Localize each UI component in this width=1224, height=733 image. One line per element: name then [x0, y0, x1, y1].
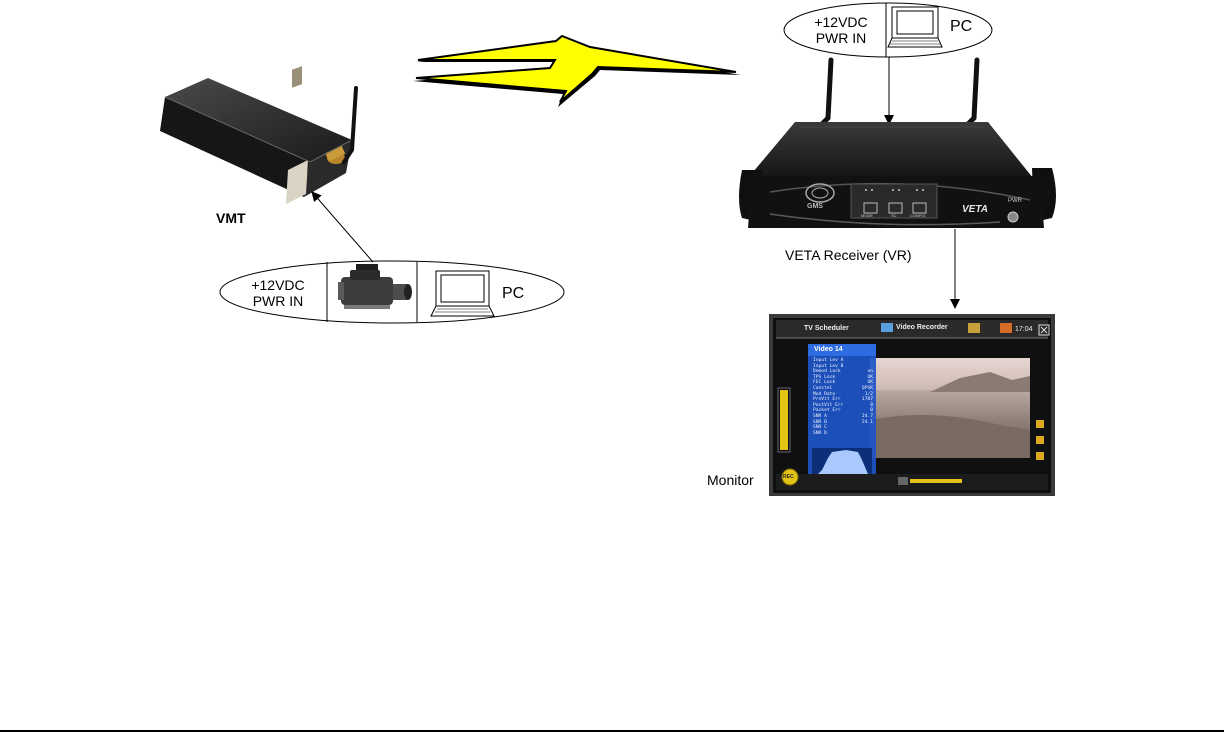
monitor-status-row: Input Lev B	[813, 364, 873, 370]
monitor-status-value: OK	[867, 374, 873, 380]
vr-button-label-mode: MODE	[861, 213, 873, 218]
vr-button-label-config: CONFIG	[910, 213, 926, 218]
vmt-label: VMT	[216, 210, 246, 226]
monitor-status-value: 24.1	[861, 419, 873, 425]
monitor-status-value: 1707	[861, 397, 873, 403]
monitor-status-name: Demod Lock	[813, 369, 841, 375]
monitor-status-value: 24.7	[861, 413, 873, 419]
monitor-panel-title: Video 14	[814, 346, 843, 353]
monitor-status-name: Packet Err	[813, 408, 841, 414]
monitor-status-value: QPSK	[861, 385, 873, 391]
monitor-status-row: SNR C	[813, 425, 873, 431]
vr-power-switch-label: PWR	[1008, 198, 1022, 204]
monitor-status-name: Input Lev A	[813, 358, 844, 363]
vr-button-label-sc: SC	[891, 213, 897, 218]
monitor-status-row: FEC Lock OK	[813, 380, 873, 386]
monitor-status-name: PreVit Err	[813, 397, 841, 403]
veta-receiver-label: VETA Receiver (VR)	[785, 247, 912, 263]
footer-rule	[0, 730, 1224, 732]
monitor-status-row: PreVit Err 1707	[813, 397, 873, 403]
monitor-status-row: Demod Lock on	[813, 369, 873, 375]
vr-antenna-left-icon	[815, 57, 834, 131]
monitor-status-row: PostVit Err 0	[813, 403, 873, 409]
monitor-status-value: 0	[870, 408, 873, 414]
monitor-rec-button: REC	[783, 474, 794, 480]
vmt-power-label-line1: +12VDC	[251, 277, 305, 293]
monitor-status-row: SNR D	[813, 431, 873, 437]
camcorder-icon	[338, 264, 412, 309]
monitor-status-name: Mod Rate	[813, 391, 836, 397]
monitor-status-name: TPS Lock	[813, 374, 836, 380]
monitor-status-row: Constel QPSK	[813, 386, 873, 392]
monitor-status-name: SNR C	[813, 425, 827, 431]
monitor-status-row: TPS Lock OK	[813, 375, 873, 381]
monitor-status-row: Mod Rate 1/2	[813, 392, 873, 398]
monitor-label: Monitor	[707, 472, 754, 488]
monitor-tab-tv-scheduler: TV Scheduler	[804, 325, 849, 332]
vr-brand-logo: GMS	[807, 203, 823, 210]
monitor-status-value: OK	[867, 380, 873, 386]
monitor-status-value: 0	[870, 402, 873, 408]
vmt-pc-label: PC	[502, 285, 525, 302]
monitor-status-name: SNR A	[813, 413, 827, 419]
vr-pc-label: PC	[950, 18, 973, 35]
vr-power-label-line1: +12VDC	[814, 14, 868, 30]
vmt-pc-laptop-icon	[430, 270, 495, 317]
vmt-transmitter-device	[160, 66, 353, 204]
vmt-input-arrow	[311, 191, 374, 263]
monitor-status-name: FEC Lock	[813, 380, 836, 386]
monitor-status-name: SNR B	[813, 419, 827, 425]
wireless-link-lightning-icon	[413, 34, 741, 107]
monitor-status-row: Input Lev A	[813, 358, 873, 364]
vr-product-name: VETA	[962, 204, 988, 215]
monitor-tab-video-recorder: Video Recorder	[896, 324, 948, 331]
vr-pc-laptop-icon	[887, 6, 943, 48]
monitor-clock: 17:04	[1015, 326, 1033, 333]
vr-antenna-right-icon	[961, 57, 980, 131]
monitor-status-value: on	[867, 369, 873, 375]
monitor-status-name: Constel	[813, 385, 833, 391]
monitor-status-row: SNR B 24.1	[813, 420, 873, 426]
monitor-status-row: SNR A 24.7	[813, 414, 873, 420]
monitor-status-value: 1/2	[864, 391, 873, 397]
vr-power-label-line2: PWR IN	[815, 30, 867, 46]
monitor-status-name: PostVit Err	[813, 402, 844, 408]
vmt-power-label-line2: PWR IN	[252, 293, 304, 309]
monitor-status-name: SNR D	[813, 430, 827, 436]
monitor-screen	[769, 314, 1055, 496]
veta-receiver-device	[739, 122, 1056, 228]
monitor-status-row: Packet Err 0	[813, 408, 873, 414]
monitor-status-name: Input Lev B	[813, 363, 844, 369]
vmt-antenna-icon	[342, 86, 358, 164]
